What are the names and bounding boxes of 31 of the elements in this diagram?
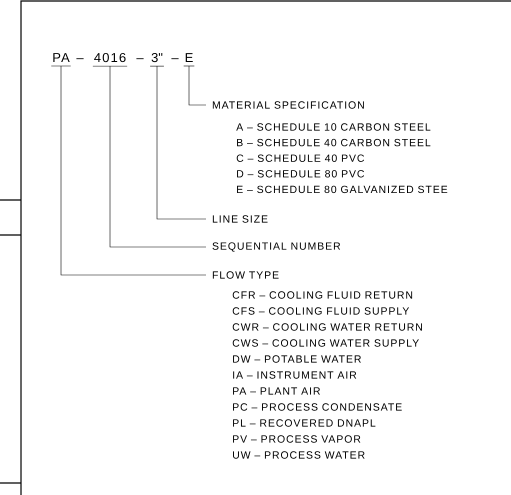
code-definition: PC – PROCESS CONDENSATE [233,403,402,411]
code-definition: UW – PROCESS WATER [233,451,365,459]
code-segment: E [183,53,195,66]
code-definition: A – SCHEDULE 10 CARBON STEEL [236,123,430,131]
code-segment: 3" [150,52,164,66]
code-definition: CFR – COOLING FLUID RETURN [232,291,412,299]
code-definition: PL – RECOVERED DNAPL [233,419,376,427]
code-definition: CWS – COOLING WATER SUPPLY [232,339,419,347]
description-label: FLOW TYPE [212,271,279,279]
description-label: MATERIAL SPECIFICATION [212,101,364,109]
leader-line [188,66,206,106]
separator-dash: – [171,58,179,60]
code-definition: E – SCHEDULE 80 GALVANIZED STEE [237,186,448,194]
code-definition: IA – INSTRUMENT AIR [233,371,356,379]
code-definition: CWR – COOLING WATER RETURN [232,323,422,331]
code-definition: PA – PLANT AIR [233,387,320,395]
code-definition: CFS – COOLING FLUID SUPPLY [232,307,410,315]
code-definition: B – SCHEDULE 40 CARBON STEEL [237,138,430,146]
code-segment: PA [50,53,72,66]
leader-line [110,66,206,248]
code-definition: C – SCHEDULE 40 PVC [236,154,364,162]
leader-line [60,66,206,276]
code-definition: PV – PROCESS VAPOR [233,435,360,443]
code-definition: D – SCHEDULE 80 PVC [237,170,364,178]
code-definition: DW – POTABLE WATER [233,355,361,363]
code-segment: 4016 [92,52,128,66]
description-label: SEQUENTIAL NUMBER [212,242,340,252]
separator-dash: – [76,58,84,60]
separator-dash: – [136,58,144,60]
leader-line [156,66,206,220]
description-label: LINE SIZE [212,215,268,223]
